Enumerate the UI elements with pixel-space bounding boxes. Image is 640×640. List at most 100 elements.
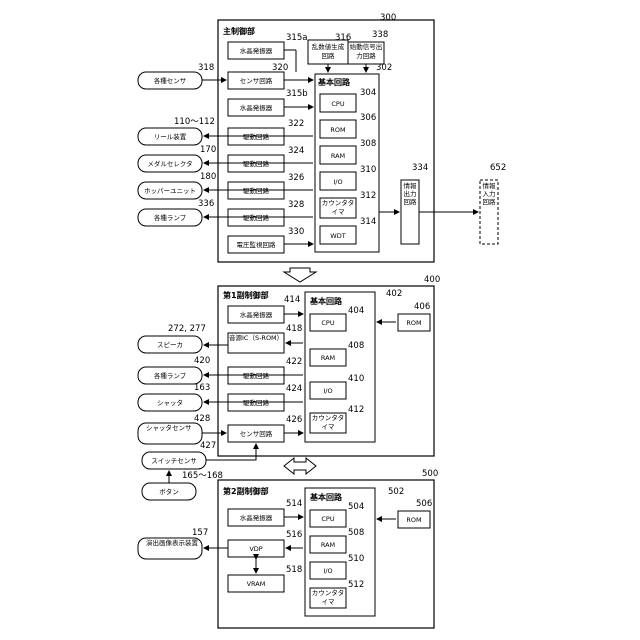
ref-428: 428 (194, 414, 210, 424)
info-input-label: 情報入力回路 (481, 182, 497, 206)
ref-302: 302 (376, 63, 392, 73)
main-xtal-b-label: 水晶発振器 (240, 103, 273, 112)
ext-hopper-label: ホッパーユニット (144, 187, 196, 195)
ext-switch-sensor-label: スイッチセンサ (151, 457, 197, 465)
ext-shutter-sensor-label: シャッタセンサ (142, 424, 198, 433)
ref-312: 312 (360, 191, 376, 201)
ref-420: 420 (194, 356, 210, 366)
ref-330: 330 (288, 227, 304, 237)
ref-402: 402 (386, 289, 402, 299)
main-sensor-circuit-label: センサ回路 (240, 76, 273, 85)
sub2-basic-label: 基本回路 (309, 492, 343, 502)
main-voltage-label: 電圧監視回路 (237, 240, 277, 249)
main-counter-label: カウンタタイマ (321, 199, 355, 216)
ref-165-168: 165〜168 (182, 471, 223, 481)
ref-322: 322 (288, 119, 304, 129)
ref-170: 170 (200, 145, 216, 155)
sub1-sound-label: 音源IC（S-ROM） (229, 334, 283, 343)
main-rom-label: ROM (330, 126, 345, 134)
ref-272-277: 272, 277 (168, 324, 206, 334)
ref-424: 424 (286, 384, 302, 394)
sub2-vdp-label: VDP (249, 545, 262, 553)
bidirectional-arrow-icon (284, 458, 316, 474)
ref-314: 314 (360, 217, 376, 227)
main-rng-label: 乱数値生成回路 (309, 41, 347, 61)
ext-shutter-label: シャッタ (157, 398, 183, 407)
sub2-title: 第2副制御部 (223, 486, 269, 496)
ext-sub1-lamps-label: 各種ランプ (154, 371, 187, 380)
ref-410: 410 (348, 374, 364, 384)
ref-508: 508 (348, 528, 364, 538)
main-xtal-a-label: 水晶発振器 (240, 46, 273, 55)
ref-110-112: 110〜112 (174, 117, 215, 127)
ref-504: 504 (348, 502, 364, 512)
ext-sensors-label: 各種センサ (154, 76, 187, 85)
info-output-label: 情報出力回路 (402, 182, 418, 206)
ref-306: 306 (360, 113, 376, 123)
ref-502: 502 (388, 487, 404, 497)
ref-406: 406 (414, 302, 430, 312)
ref-408: 408 (348, 341, 364, 351)
ref-418: 418 (286, 324, 302, 334)
sub1-sensor-circuit-label: センサ回路 (240, 429, 273, 438)
main-control-title: 主制御部 (223, 26, 255, 36)
ref-157: 157 (192, 528, 208, 538)
ext-button-label: ボタン (159, 487, 179, 496)
ext-reel-label: リール装置 (154, 132, 187, 141)
main-cpu-label: CPU (331, 100, 344, 108)
sub2-cpu-label: CPU (321, 515, 334, 523)
sub2-xtal-label: 水晶発振器 (240, 513, 273, 522)
ref-422: 422 (286, 357, 302, 367)
ext-lamps-label: 各種ランプ (154, 213, 187, 222)
ref-324: 324 (288, 146, 304, 156)
ref-338: 338 (372, 30, 388, 40)
ref-414: 414 (284, 295, 300, 305)
ref-516: 516 (286, 530, 302, 540)
sub2-ram-label: RAM (321, 541, 335, 549)
sub1-basic-label: 基本回路 (309, 296, 343, 306)
ref-310: 310 (360, 165, 376, 175)
sub2-vram-label: VRAM (247, 580, 266, 588)
ref-163: 163 (194, 383, 210, 393)
ext-medal-label: メダルセレクタ (147, 159, 192, 168)
main-start-sig-label: 始動信号出力回路 (349, 43, 383, 61)
ref-512: 512 (348, 580, 364, 590)
sub1-xtal-label: 水晶発振器 (240, 310, 273, 319)
ref-336: 336 (198, 199, 214, 209)
main-io-label: I/O (333, 178, 342, 186)
sub1-title: 第1副制御部 (223, 290, 269, 300)
ref-427: 427 (200, 441, 216, 451)
ref-518: 518 (286, 565, 302, 575)
main-basic-label: 基本回路 (317, 77, 351, 87)
ref-510: 510 (348, 554, 364, 564)
ref-412: 412 (348, 405, 364, 415)
down-arrow-icon (284, 268, 316, 282)
sub2-io-label: I/O (323, 567, 332, 575)
sub1-io-label: I/O (323, 387, 332, 395)
sub1-rom-label: ROM (406, 319, 421, 327)
ref-334: 334 (412, 163, 428, 173)
ref-506: 506 (416, 499, 432, 509)
ref-500: 500 (422, 469, 438, 479)
ref-404: 404 (348, 306, 364, 316)
ref-308: 308 (360, 139, 376, 149)
sub2-counter-label: カウンタタイマ (311, 589, 345, 606)
ext-speaker-label: スピーカ (157, 341, 183, 349)
ref-652: 652 (490, 163, 506, 173)
ref-315a: 315a (286, 33, 307, 43)
sub1-counter-label: カウンタタイマ (311, 414, 345, 431)
ref-426: 426 (286, 415, 302, 425)
ref-304: 304 (360, 88, 376, 98)
ref-315b: 315b (286, 89, 308, 99)
main-ram-label: RAM (331, 152, 345, 160)
ref-326: 326 (288, 173, 304, 183)
ref-328: 328 (288, 200, 304, 210)
ref-318: 318 (198, 63, 214, 73)
ref-514: 514 (286, 499, 302, 509)
ref-180: 180 (200, 172, 216, 182)
ref-320: 320 (272, 63, 288, 73)
ext-display-label: 演出画像表示装置 (142, 539, 198, 548)
sub1-cpu-label: CPU (321, 319, 334, 327)
sub2-rom-label: ROM (406, 516, 421, 524)
